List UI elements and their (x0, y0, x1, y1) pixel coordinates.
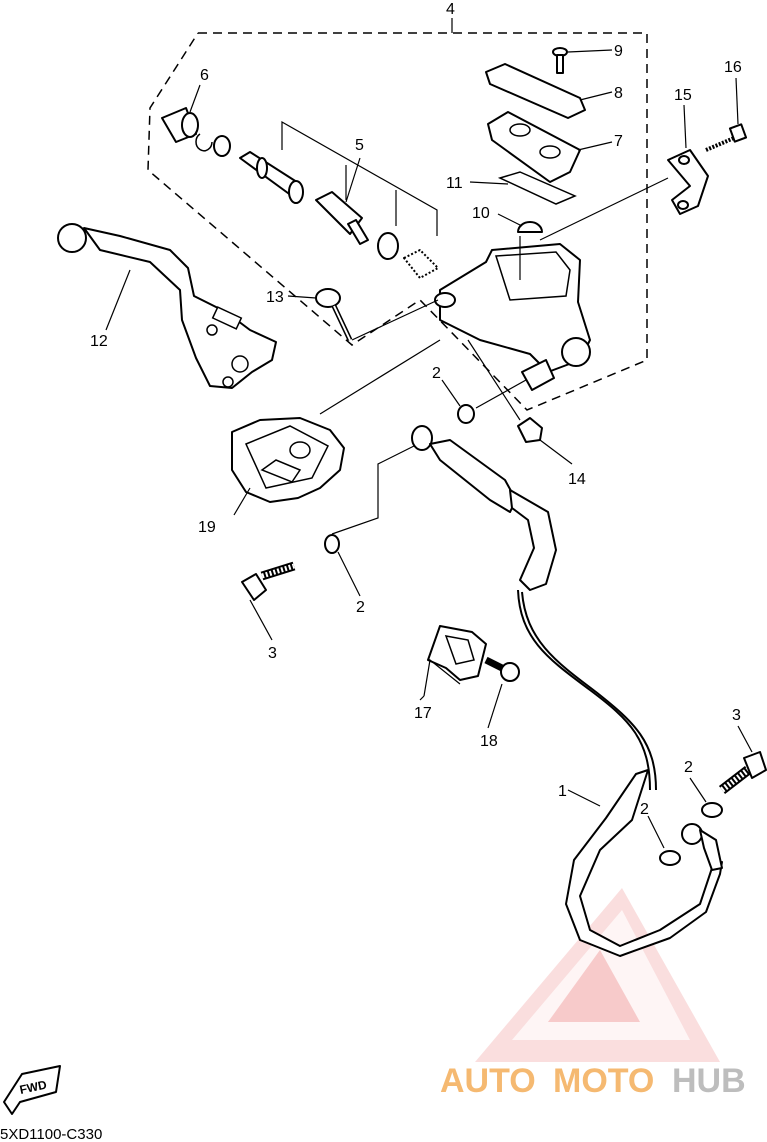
label-3a: 3 (268, 645, 277, 662)
bracket-5 (281, 120, 438, 236)
watermark-auto: AUTO (440, 1062, 536, 1100)
label-7: 7 (614, 133, 623, 150)
part-7-diaphragm (487, 111, 613, 183)
part-10-cap (497, 213, 543, 233)
fwd-arrow-icon: FWD (3, 1065, 61, 1115)
master-cylinder-body (434, 236, 591, 391)
label-2c: 2 (684, 759, 693, 776)
part-11-plate (469, 171, 577, 205)
label-14: 14 (568, 471, 586, 488)
part-2-washer-lower-right (689, 777, 723, 818)
part-14-bleeder (467, 339, 573, 465)
label-10: 10 (472, 205, 490, 222)
label-2b: 2 (356, 599, 365, 616)
label-16: 16 (724, 59, 742, 76)
part-2-washer-lower-left (647, 815, 681, 866)
part-5-piston-kit (239, 151, 439, 279)
part-8-reservoir-cap (485, 63, 613, 119)
part-16-bolt (705, 77, 748, 152)
part-labels: 4 9 8 7 16 15 6 5 11 10 13 12 2 14 19 2 … (90, 1, 742, 818)
part-2-washer-left (324, 445, 415, 597)
label-17: 17 (414, 705, 432, 722)
watermark-hub: HUB (672, 1062, 746, 1100)
label-2a: 2 (432, 365, 441, 382)
diagram-code: 5XD1100-C330 (0, 1126, 102, 1142)
part-13-pin (287, 288, 439, 342)
part-19-caliper (231, 339, 441, 516)
label-13: 13 (266, 289, 284, 306)
part-15-holder (539, 104, 709, 241)
label-19: 19 (198, 519, 216, 536)
part-2-washer-upper (441, 379, 527, 424)
part-12-lever (57, 223, 277, 389)
label-2d: 2 (640, 801, 649, 818)
label-5: 5 (355, 137, 364, 154)
part-3-bolt-upper (241, 561, 296, 641)
label-1: 1 (558, 783, 567, 800)
part-9-screw (552, 47, 613, 74)
watermark-moto: MOTO (553, 1062, 654, 1100)
assembly-outline (147, 32, 648, 411)
part-3-bolt-lower (718, 725, 767, 794)
fwd-label: FWD (18, 1078, 48, 1097)
label-11: 11 (446, 175, 463, 192)
label-15: 15 (674, 87, 692, 104)
label-4: 4 (446, 1, 455, 18)
label-6: 6 (200, 67, 209, 84)
part-1-brake-hose (411, 425, 723, 957)
part-18-bolt (484, 656, 520, 729)
part-17-hose-guide (419, 625, 487, 701)
watermark-logo: AUTO MOTO HUB (440, 888, 746, 1100)
part-6-boot (161, 84, 231, 157)
label-3b: 3 (732, 707, 741, 724)
label-9: 9 (614, 43, 623, 60)
label-12: 12 (90, 333, 108, 350)
label-8: 8 (614, 85, 623, 102)
label-18: 18 (480, 733, 498, 750)
